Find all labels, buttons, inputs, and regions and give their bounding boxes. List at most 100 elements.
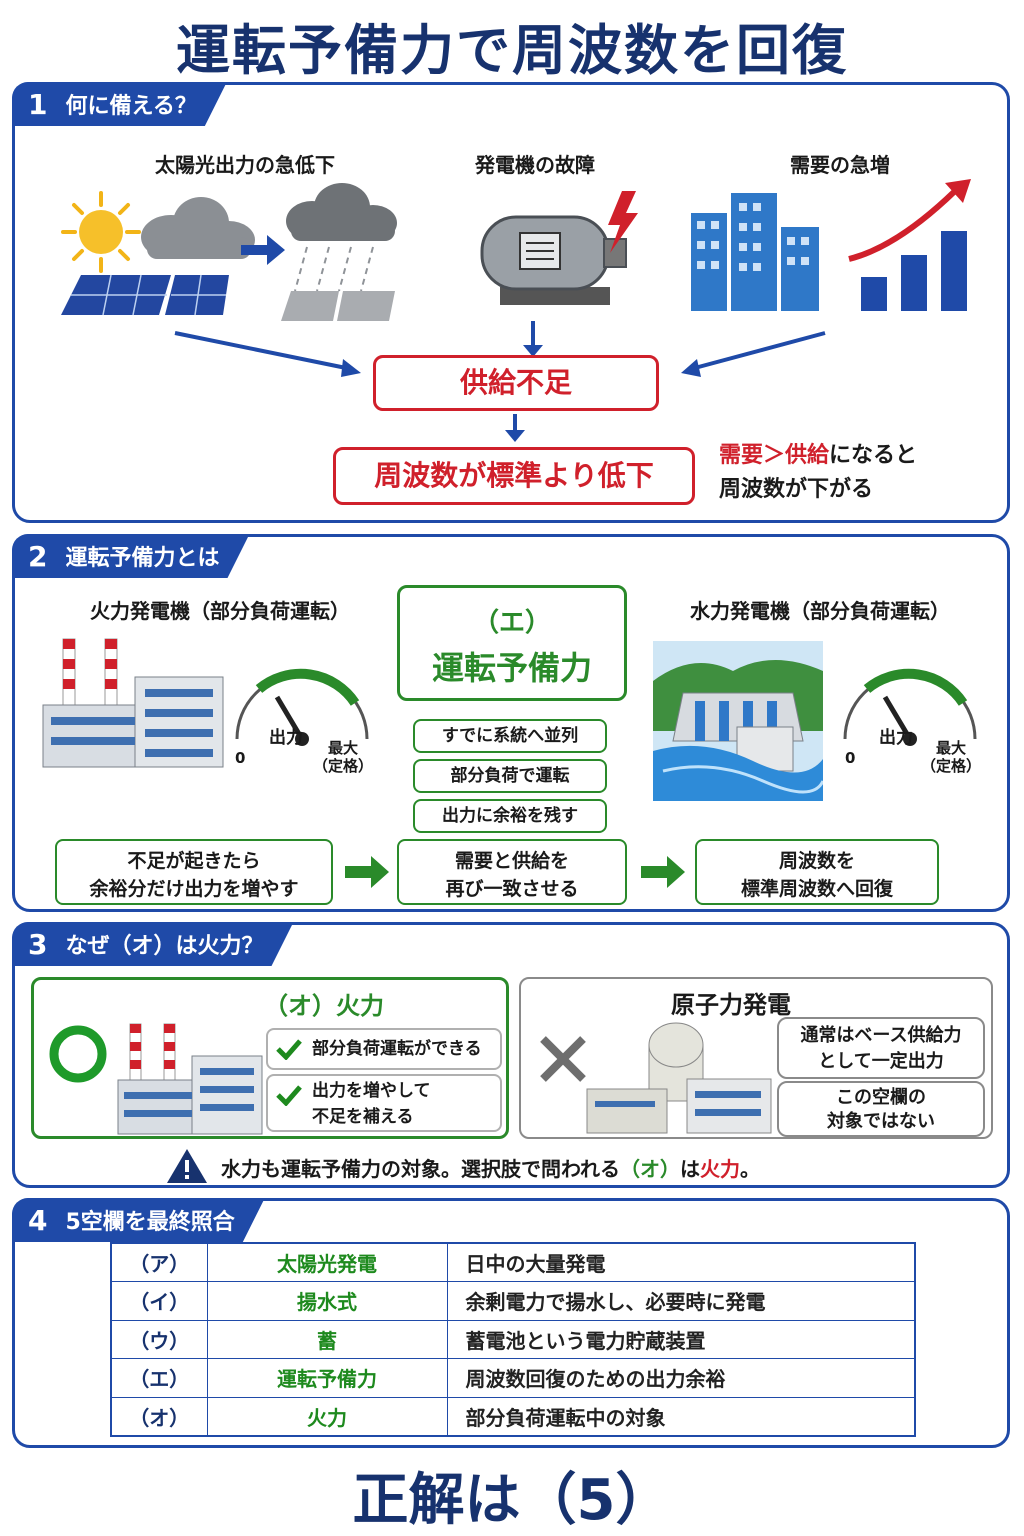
- section-2-heading: 運転予備力とは: [65, 546, 220, 571]
- feature-partial-load: 部分負荷で運転: [413, 759, 607, 793]
- cause-solar-label: 太陽光出力の急低下: [155, 153, 335, 177]
- warning-icon: [167, 1149, 207, 1183]
- operating-reserve-tag: （エ）: [472, 608, 551, 638]
- flow-step-increase-line1: 不足が起きたら: [127, 850, 261, 872]
- hydro-label: 水力発電機（部分負荷運転）: [690, 599, 950, 623]
- check-partial-load: 部分負荷運転ができる: [266, 1028, 502, 1070]
- thermal-plant-small-illustration: [117, 1023, 263, 1135]
- section-3-number: 3: [28, 927, 48, 961]
- thermal-gauge-zero: 0: [235, 749, 246, 767]
- flow-arrow-2-icon: [641, 856, 685, 888]
- row-answer: 蓄: [206, 1319, 448, 1359]
- solar-transition-arrow-icon: [241, 235, 285, 265]
- warning-text: 水力も運転予備力の対象。選択肢で問われる（オ）は火力。: [221, 1153, 981, 1182]
- flow-step-recover: 周波数を 標準周波数へ回復: [695, 839, 939, 905]
- flow-arrow-1-icon: [345, 856, 389, 888]
- section-1-heading: 何に備える？: [65, 94, 197, 119]
- flow-step-increase-line2: 余裕分だけ出力を増やす: [89, 878, 299, 900]
- section-2-panel: 2 運転予備力とは 火力発電機（部分負荷運転） 水力発電機（部分負荷運転） 出力…: [12, 534, 1010, 912]
- table-row: （オ） 火力 部分負荷運転中の対象: [110, 1396, 916, 1436]
- frequency-drop-box: 周波数が標準より低下: [333, 447, 695, 505]
- section-4-heading: 5空欄を最終照合: [65, 1210, 235, 1235]
- nuclear-note-not-target-line2: 対象ではない: [827, 1111, 935, 1132]
- check-increase-output-line2: 不足を補える: [312, 1107, 414, 1127]
- nuclear-note-base: 通常はベース供給力 として一定出力: [777, 1017, 985, 1079]
- thermal-gauge-max: 最大 （定格）: [313, 739, 373, 775]
- hydro-gauge-zero: 0: [845, 749, 856, 767]
- note-tail: になると: [829, 443, 918, 468]
- hydro-dam-illustration: [653, 641, 823, 801]
- checkmark-icon: [276, 1039, 302, 1060]
- thermal-gauge-max-line1: 最大: [327, 739, 358, 757]
- supply-shortage-box: 供給不足: [373, 355, 659, 411]
- hydro-gauge-max: 最大 （定格）: [921, 739, 981, 775]
- row-description: 部分負荷運転中の対象: [446, 1396, 916, 1436]
- solar-panel-icon: [61, 274, 229, 316]
- rising-arrow-icon: [848, 188, 958, 262]
- flow-step-increase: 不足が起きたら 余裕分だけ出力を増やす: [55, 839, 333, 905]
- note-demand-over-supply: 需要＞供給: [719, 443, 830, 468]
- row-key: （オ）: [110, 1396, 208, 1436]
- operating-reserve-title: 運転予備力: [431, 649, 592, 687]
- bar-growth-icon: [861, 231, 967, 311]
- supply-demand-note: 需要＞供給になると 周波数が下がる: [719, 439, 999, 507]
- section-1-number: 1: [28, 87, 48, 121]
- nuclear-note-not-target-line1: この空欄の: [836, 1087, 926, 1108]
- factory-icon: [42, 676, 224, 768]
- cause-failure-label: 発電機の故障: [475, 153, 595, 177]
- feature-margin: 出力に余裕を残す: [413, 799, 607, 833]
- table-row: （エ） 運転予備力 周波数回復のための出力余裕: [110, 1358, 916, 1398]
- nuclear-title: 原子力発電: [671, 991, 791, 1019]
- lightning-icon: [608, 191, 638, 253]
- section-4-number: 4: [28, 1203, 48, 1237]
- row-description: 余剰電力で揚水し、必要時に発電: [446, 1281, 916, 1321]
- checkmark-icon: [276, 1085, 302, 1106]
- converging-arrows: [174, 321, 826, 377]
- rain-cloud-illustration: [281, 183, 397, 321]
- section-4-tab: 4 5空欄を最終照合: [12, 1198, 265, 1242]
- thermal-label: 火力発電機（部分負荷運転）: [90, 599, 350, 623]
- section-1-panel: 1 何に備える？ 太陽光出力の急低下 発電機の故障 需要の急増: [12, 82, 1010, 523]
- gray-solar-panel-icon: [281, 291, 395, 321]
- thermal-reason-box: （オ）火力 部分負荷運転ができる 出力を増やして 不足を補える: [31, 977, 509, 1139]
- row-description: 蓄電池という電力貯蔵装置: [446, 1319, 916, 1359]
- section-2-number: 2: [28, 539, 48, 573]
- nuclear-note-not-target: この空欄の 対象ではない: [777, 1081, 985, 1137]
- nuclear-reason-box: 原子力発電 通常はベース供給力 として一定出力 この空欄の 対象ではない: [519, 977, 993, 1139]
- page-title: 運転予備力で周波数を回復: [176, 19, 848, 82]
- row-key: （ア）: [110, 1242, 208, 1282]
- row-answer: 揚水式: [206, 1281, 448, 1321]
- table-row: （イ） 揚水式 余剰電力で揚水し、必要時に発電: [110, 1281, 916, 1321]
- thermal-plant-illustration: [42, 638, 224, 768]
- correct-circle-icon: [49, 1025, 107, 1083]
- chimney-icon: [62, 638, 118, 710]
- hydro-gauge-output-label: 出力: [879, 728, 913, 748]
- flow-step-balance: 需要と供給を 再び一致させる: [397, 839, 627, 905]
- warning-text-end: 。: [740, 1157, 760, 1181]
- row-description: 日中の大量発電: [446, 1242, 916, 1282]
- final-answer-table: （ア） 太陽光発電 日中の大量発電 （イ） 揚水式 余剰電力で揚水し、必要時に発…: [110, 1242, 916, 1437]
- thermal-gauge-max-line2: （定格）: [313, 757, 374, 775]
- generator-icon: [480, 215, 627, 305]
- generator-failure-illustration: [480, 191, 638, 305]
- cause-demand-label: 需要の急増: [790, 153, 890, 177]
- nuclear-plant-illustration: [586, 1022, 772, 1134]
- gauge-needle-icon: [882, 695, 913, 741]
- row-key: （エ）: [110, 1358, 208, 1398]
- nuclear-note-base-line1: 通常はベース供給力: [800, 1025, 962, 1046]
- warning-text-tag: （オ）: [620, 1157, 680, 1181]
- sun-icon: [61, 191, 141, 273]
- section-1-tab: 1 何に備える？: [12, 82, 227, 126]
- solar-drop-illustration: [61, 191, 255, 316]
- section-2-tab: 2 運転予備力とは: [12, 534, 250, 578]
- gauge-needle-icon: [274, 695, 305, 741]
- row-key: （イ）: [110, 1281, 208, 1321]
- final-answer: 正解は（5）: [352, 1468, 672, 1533]
- flow-step-recover-line1: 周波数を: [778, 850, 855, 872]
- thermal-reason-title: （オ）火力: [264, 992, 384, 1020]
- section-3-panel: 3 なぜ（オ）は火力？ （オ）火力 部分負荷運転ができる: [12, 922, 1010, 1188]
- nuclear-note-base-line2: として一定出力: [818, 1051, 944, 1072]
- check-partial-load-label: 部分負荷運転ができる: [312, 1039, 482, 1059]
- hydro-gauge-max-line1: 最大: [935, 739, 966, 757]
- wrong-cross-icon: [540, 1036, 586, 1082]
